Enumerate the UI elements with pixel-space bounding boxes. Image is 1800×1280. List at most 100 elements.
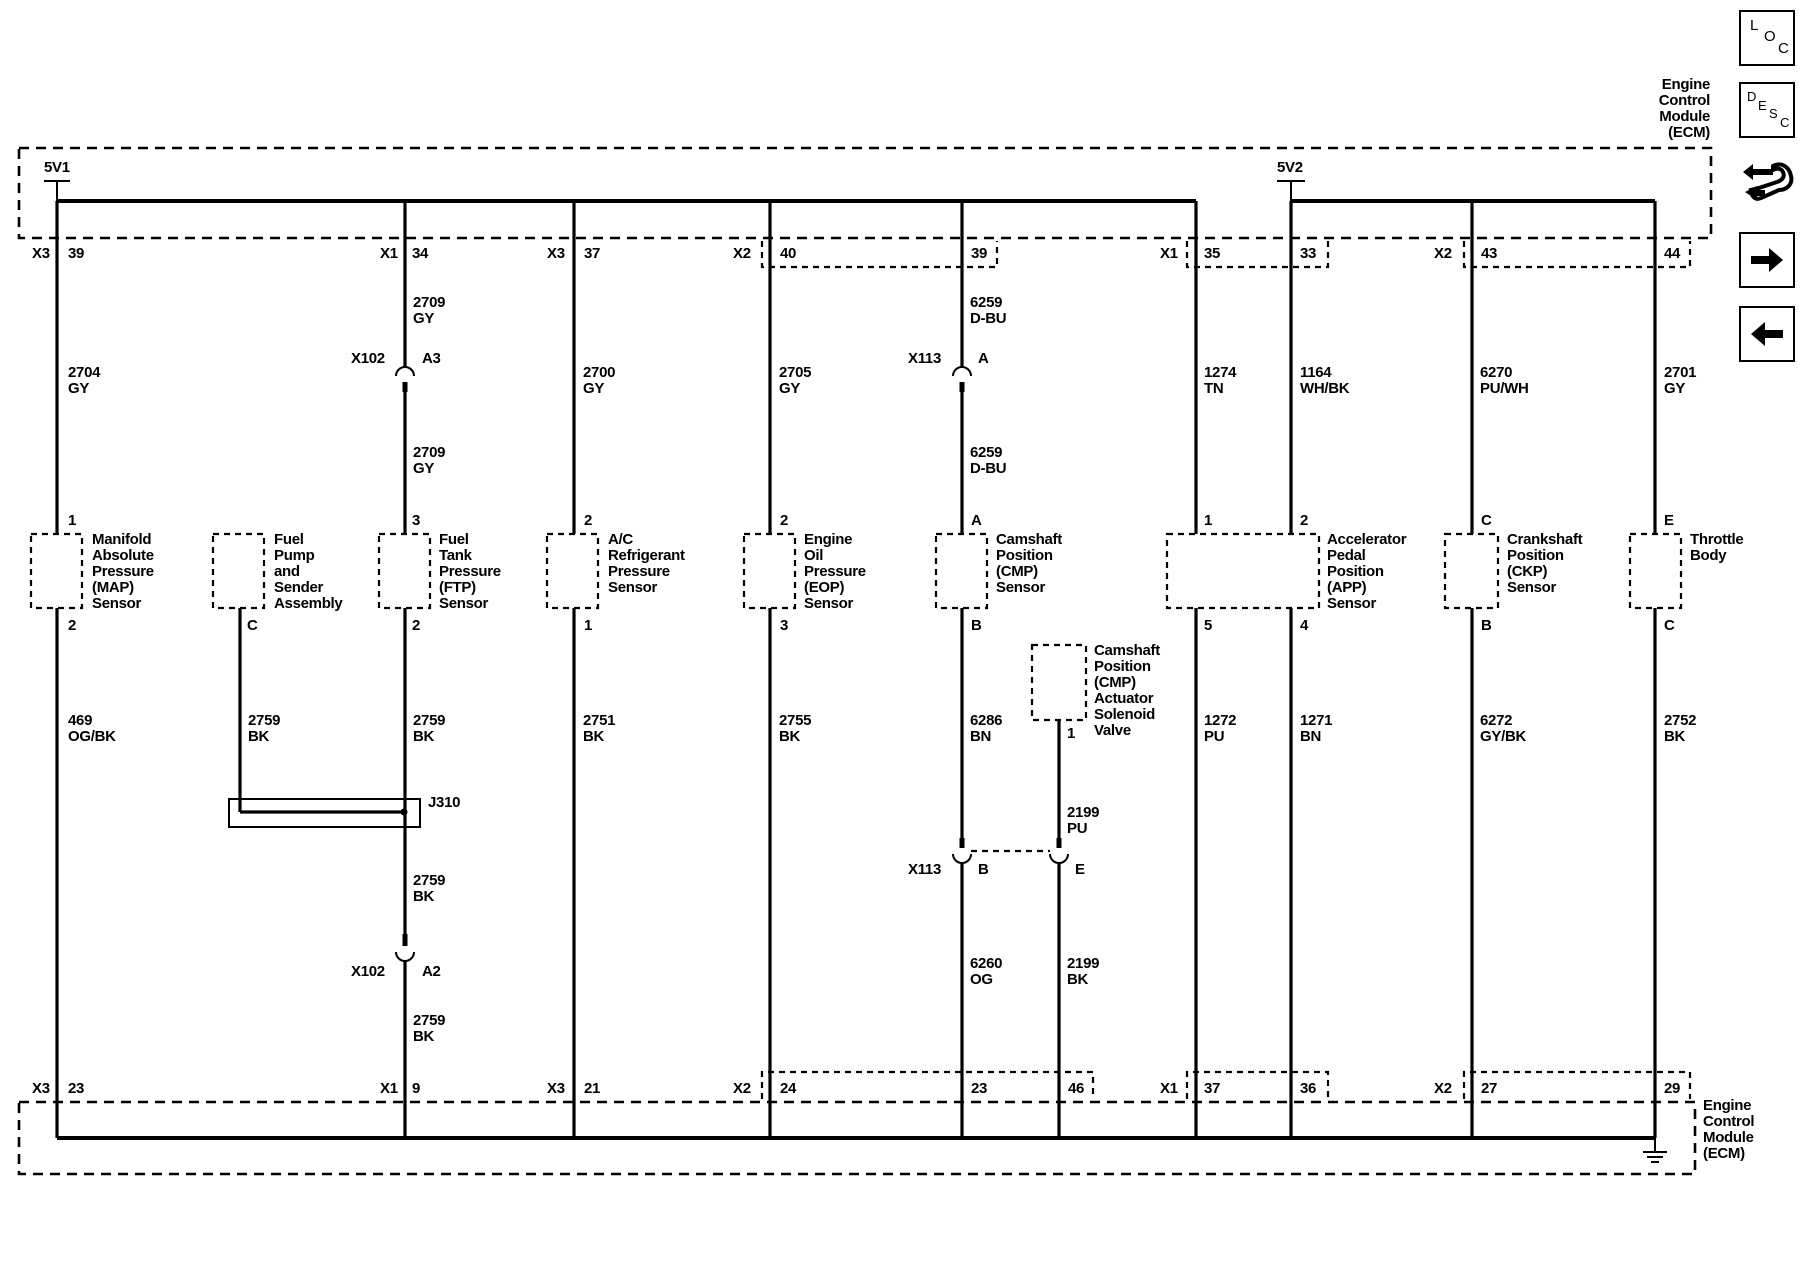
pin-label: 3 bbox=[412, 512, 420, 529]
pin-label: 2 bbox=[1300, 512, 1308, 529]
svg-text:Sensor: Sensor bbox=[1327, 595, 1377, 612]
wire-number: 469 bbox=[68, 712, 92, 729]
svg-text:(APP): (APP) bbox=[1327, 579, 1367, 596]
throttle-body-label: Throttle Body bbox=[1690, 531, 1744, 564]
next-arrow-button[interactable] bbox=[1739, 232, 1795, 288]
desc-letter-d: D bbox=[1747, 89, 1757, 104]
wire-number: 1272 bbox=[1204, 712, 1236, 729]
inline-connector-label: X113 bbox=[908, 350, 941, 367]
pin-label: C bbox=[1664, 617, 1675, 634]
svg-text:(MAP): (MAP) bbox=[92, 579, 134, 596]
pin-label: B bbox=[971, 617, 982, 634]
description-button[interactable]: D E S C bbox=[1739, 82, 1795, 138]
pin-label: 1 bbox=[584, 617, 592, 634]
svg-text:Sensor: Sensor bbox=[804, 595, 854, 612]
wire-number: 6259 bbox=[970, 294, 1002, 311]
svg-text:Engine: Engine bbox=[804, 531, 852, 548]
wire-color: GY bbox=[413, 310, 434, 327]
circuit-ckp: X2 43 6270 PU/WH C B 6272 GY/BK X2 27 Cr… bbox=[1434, 201, 1583, 1138]
connector-label: X1 bbox=[380, 245, 398, 262]
svg-text:Accelerator: Accelerator bbox=[1327, 531, 1407, 548]
wire-number: 6259 bbox=[970, 444, 1002, 461]
pin-label: E bbox=[1075, 861, 1085, 878]
map-sensor-label: Manifold Absolute Pressure (MAP) Sensor bbox=[92, 531, 154, 612]
wire-number: 1274 bbox=[1204, 364, 1237, 381]
svg-text:Fuel: Fuel bbox=[439, 531, 469, 548]
pin-label: 39 bbox=[68, 245, 84, 262]
pin-label: 27 bbox=[1481, 1080, 1497, 1097]
connector-label: X3 bbox=[547, 245, 565, 262]
splice-label: J310 bbox=[428, 794, 460, 811]
svg-text:Sensor: Sensor bbox=[996, 579, 1046, 596]
service-tools-button[interactable] bbox=[1739, 154, 1795, 210]
wire-number: 2705 bbox=[779, 364, 811, 381]
pin-label: 1 bbox=[68, 512, 76, 529]
pin-label: A bbox=[971, 512, 982, 529]
wire-number: 2759 bbox=[413, 872, 445, 889]
app-sensor-box bbox=[1165, 532, 1321, 610]
svg-text:(FTP): (FTP) bbox=[439, 579, 476, 596]
pin-label: 2 bbox=[780, 512, 788, 529]
ecm-top-label-3: Module bbox=[1659, 108, 1710, 125]
circuit-throttle: 44 2701 GY E C 2752 BK 29 Throttle Body bbox=[1628, 201, 1744, 1138]
svg-text:A/C: A/C bbox=[608, 531, 633, 548]
wire-number: 2704 bbox=[68, 364, 101, 381]
wire-color: WH/BK bbox=[1300, 380, 1350, 397]
location-button[interactable]: L O C bbox=[1739, 10, 1795, 66]
cmp-solenoid-label: Camshaft Position (CMP) Actuator Solenoi… bbox=[1094, 642, 1161, 739]
svg-text:Pedal: Pedal bbox=[1327, 547, 1366, 564]
svg-text:and: and bbox=[274, 563, 300, 580]
pin-label: 33 bbox=[1300, 245, 1316, 262]
pin-label: B bbox=[1481, 617, 1492, 634]
ftp-sensor-label: Fuel Tank Pressure (FTP) Sensor bbox=[439, 531, 501, 612]
pin-label: 3 bbox=[780, 617, 788, 634]
wire-color: GY bbox=[68, 380, 89, 397]
wire-number: 2755 bbox=[779, 712, 811, 729]
pin-label: 1 bbox=[1067, 725, 1075, 742]
inline-connector-label: X113 bbox=[908, 861, 941, 878]
wire-color: OG/BK bbox=[68, 728, 116, 745]
wire-number: 2751 bbox=[583, 712, 615, 729]
wire-number: 6260 bbox=[970, 955, 1002, 972]
desc-letter-e: E bbox=[1758, 98, 1767, 113]
wire-number: 2701 bbox=[1664, 364, 1696, 381]
svg-text:Body: Body bbox=[1690, 547, 1727, 564]
wire-color: GY bbox=[413, 460, 434, 477]
wrench-arrows-icon bbox=[1743, 162, 1794, 201]
pin-label: 37 bbox=[1204, 1080, 1220, 1097]
svg-text:Position: Position bbox=[1507, 547, 1564, 564]
pin-label: A2 bbox=[422, 963, 441, 980]
ecm-bottom-label-4: (ECM) bbox=[1703, 1145, 1745, 1162]
svg-text:(EOP): (EOP) bbox=[804, 579, 844, 596]
ac-sensor-label: A/C Refrigerant Pressure Sensor bbox=[608, 531, 685, 596]
pin-label: 34 bbox=[412, 245, 429, 262]
ecm-bottom-label-2: Control bbox=[1703, 1113, 1754, 1130]
circuit-ftp: X1 34 2709 GY X102 A3 2709 GY 3 2 2759 B… bbox=[351, 201, 501, 1138]
x2-bottom-group bbox=[760, 1070, 1095, 1099]
svg-text:Position: Position bbox=[1094, 658, 1151, 675]
wire-number: 2709 bbox=[413, 294, 445, 311]
wire-color: D-BU bbox=[970, 460, 1006, 477]
previous-arrow-button[interactable] bbox=[1739, 306, 1795, 362]
rail-5v2: 5V2 bbox=[1277, 159, 1655, 203]
svg-text:Crankshaft: Crankshaft bbox=[1507, 531, 1583, 548]
svg-text:Pressure: Pressure bbox=[92, 563, 154, 580]
wire-color: BK bbox=[1664, 728, 1686, 745]
wire-color: BN bbox=[1300, 728, 1321, 745]
desc-letter-s: S bbox=[1769, 106, 1778, 121]
eop-sensor-label: Engine Oil Pressure (EOP) Sensor bbox=[804, 531, 866, 612]
ecm-top-label-4: (ECM) bbox=[1668, 124, 1710, 141]
wire-number: 6272 bbox=[1480, 712, 1512, 729]
pin-label: C bbox=[247, 617, 258, 634]
pin-label: A3 bbox=[422, 350, 441, 367]
pin-label: 29 bbox=[1664, 1080, 1680, 1097]
pin-label: 9 bbox=[412, 1080, 420, 1097]
svg-text:Camshaft: Camshaft bbox=[996, 531, 1062, 548]
wire-color: GY bbox=[1664, 380, 1685, 397]
pin-label: 2 bbox=[412, 617, 420, 634]
connector-label: X1 bbox=[380, 1080, 398, 1097]
wire-color: BK bbox=[413, 888, 435, 905]
splice-pack-j310 bbox=[228, 798, 421, 828]
svg-text:Valve: Valve bbox=[1094, 722, 1131, 739]
wire-color: PU bbox=[1067, 820, 1087, 837]
